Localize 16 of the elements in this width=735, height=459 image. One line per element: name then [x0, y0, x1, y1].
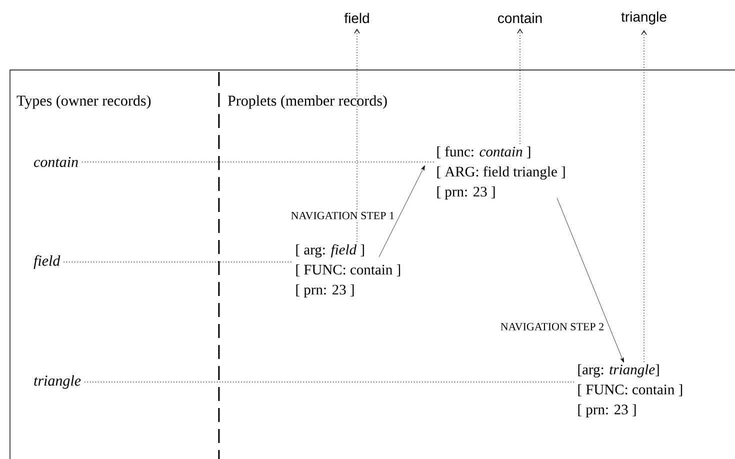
dotted-arrow: [354, 28, 360, 242]
type-label: contain: [34, 156, 78, 168]
dotted-arrow: [641, 30, 647, 362]
type-label: field: [34, 255, 60, 269]
axis-label: field: [344, 12, 369, 24]
edge-label: NAVIGATION STEP 2: [499, 322, 606, 332]
proplet-record: [ arg: field ] [ FUNC: contain ] [ prn: 23 ]: [296, 244, 400, 298]
navigation-arrow: [378, 165, 425, 258]
proplet-record: [arg: triangle] [ FUNC: contain ] [ prn: 23 ]: [578, 364, 682, 418]
proplet-record: [ func: contain ] [ ARG: field triangle ] [ prn: 23 ]: [437, 146, 565, 200]
navigation-arrow: [556, 198, 624, 363]
axis-label: contain: [498, 12, 542, 24]
edge-label: NAVIGATION STEP 1: [290, 210, 396, 220]
axis-label: triangle: [621, 11, 666, 25]
dotted-arrow: [517, 28, 523, 144]
type-label: triangle: [34, 375, 81, 389]
